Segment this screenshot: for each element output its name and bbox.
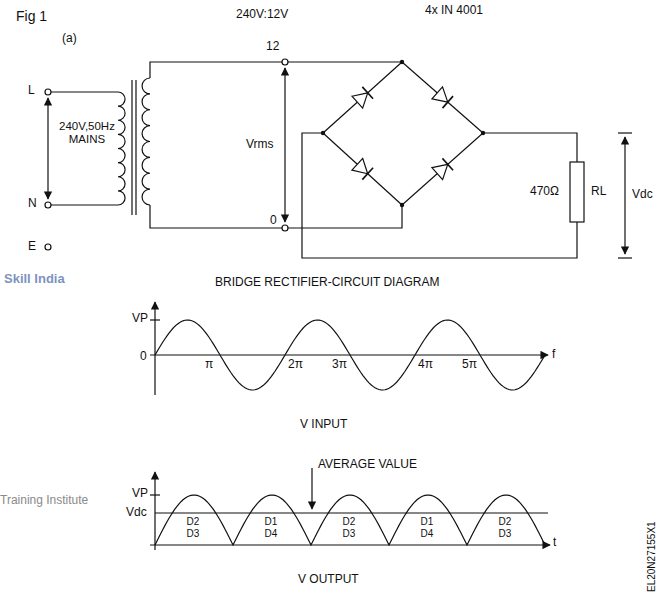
axis-label: t [553,536,556,550]
waveform-caption: V OUTPUT [298,573,359,587]
diode-pair: D2 D3 [498,516,512,539]
terminal-label: N [28,197,37,211]
junction-dot [481,131,485,135]
transformer-ratio: 240V:12V [236,8,288,22]
bridge-wire [402,62,483,133]
terminal-label: E [28,240,36,254]
peak-tick [150,319,160,320]
diode-pair: D2 D3 [342,516,356,539]
watermark: Skill India [4,272,65,287]
junction-dot [400,203,404,207]
transformer-core [131,80,132,215]
x-axis [150,354,548,355]
bridge-wire [288,61,402,62]
diode-pair: D1 D4 [420,516,434,539]
vrms-arrow [284,68,285,222]
watermark: Training Institute [0,494,88,508]
primary-coil [118,92,125,205]
phase-label: 4π [418,358,433,372]
phase-label: 3π [332,358,347,372]
peak-label: VP [132,312,148,326]
axis-label: f [552,348,555,362]
junction-dot [321,131,325,135]
resistor-name: RL [591,185,606,199]
transformer-core [135,80,136,215]
terminal [282,59,288,65]
output-wave [155,495,545,545]
mains-wire [51,204,118,205]
terminal [45,244,51,250]
average-pointer [311,468,312,509]
secondary-wire [150,62,282,78]
terminal-label: 0 [270,214,277,228]
secondary-wire [150,205,282,228]
y-axis [154,302,155,395]
terminal [282,225,288,231]
voltage-label: Vdc [632,188,653,202]
bridge-wire [323,62,402,133]
waveform-caption: V INPUT [300,418,347,432]
mains-wire [51,91,118,92]
resistor-value: 470Ω [530,185,559,199]
average-label: AVERAGE VALUE [318,458,417,472]
vdc-arrow [624,137,625,254]
diode-symbol [432,158,453,179]
terminal [45,202,51,208]
phase-label: 2π [288,358,303,372]
diode-symbol [352,158,373,179]
vdc-tick [618,132,632,133]
dc-label: Vdc [126,506,147,520]
diode-symbol [432,87,453,108]
terminal-label: L [28,84,35,98]
circuit-caption: BRIDGE RECTIFIER-CIRCUIT DIAGRAM [215,276,439,290]
origin-label: 0 [140,350,147,364]
bridge-wire [323,133,402,205]
peak-label: VP [132,487,148,501]
load-wire [483,133,577,162]
junction-dot [400,60,404,64]
diode-type: 4x IN 4001 [425,4,483,18]
drawing-code: EL20N27155X1 [646,521,658,592]
bridge-wire [402,133,483,205]
mains-rating: 240V,50Hz MAINS [56,120,118,146]
phase-label: π [205,358,213,372]
secondary-coil [142,78,150,205]
phase-label: 5π [462,358,477,372]
bridge-wire [288,205,402,228]
figure-part: (a) [62,32,77,46]
terminal [45,89,51,95]
resistor-symbol [570,162,584,222]
mains-arrow [47,98,48,199]
terminal-label: 12 [266,40,279,54]
load-wire [302,133,577,258]
average-line [155,512,548,513]
figure-title: Fig 1 [16,8,47,24]
y-axis [154,472,155,550]
input-sine [155,320,545,390]
vdc-tick [618,257,632,258]
peak-tick [150,494,160,495]
diode-symbol [352,87,373,108]
x-axis [150,544,550,545]
voltage-label: Vrms [246,138,274,152]
diode-pair: D2 D3 [186,516,200,539]
diode-pair: D1 D4 [264,516,278,539]
